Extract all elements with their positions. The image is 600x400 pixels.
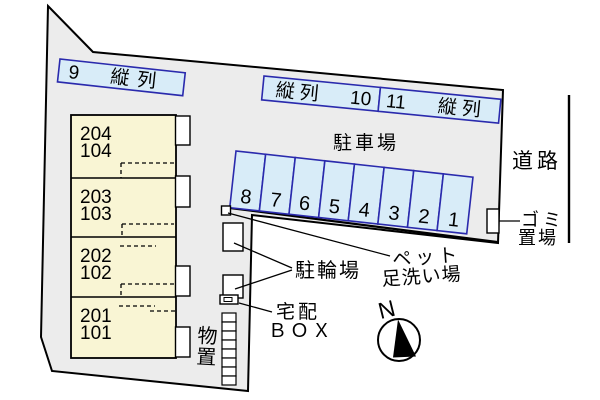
bicycle-parking-label: 駐輪場 (295, 259, 361, 282)
tandem-space-11-label: 縦列 (437, 95, 487, 122)
parking-space-number: 7 (269, 189, 282, 212)
entry-path-dashed (120, 162, 174, 178)
storage-locker-cell (221, 330, 237, 341)
tandem-space-10-number: 10 (349, 88, 372, 111)
parking-space-number: 5 (328, 196, 341, 219)
compass-needle-icon (393, 319, 416, 358)
room-number-lower: 101 (80, 323, 112, 344)
parking-space-number: 8 (239, 186, 252, 209)
bicycle-parking-rack (222, 222, 244, 252)
tandem-space-9-cell (56, 58, 187, 97)
tandem-space-9-number: 9 (67, 62, 80, 84)
delivery-box-label-line1: 宅配 (276, 301, 320, 323)
bicycle-parking-leader-line (234, 269, 293, 290)
room-number-upper: 201 (80, 306, 112, 327)
storage-locker-cell (221, 321, 237, 332)
storage-locker-cell (221, 312, 237, 323)
apartment-building: 204 104 203 103 202 102 201 101 (70, 114, 191, 359)
delivery-box-label-line2: ＢＯＸ (268, 321, 334, 342)
site-edge-under-parking (229, 206, 498, 244)
tandem-space-11-number: 11 (385, 91, 407, 114)
room-number-lower: 102 (80, 263, 112, 284)
parking-spaces-row: 8 7 6 5 4 3 2 1 (228, 150, 474, 235)
tandem-space-9: 9 縦列 (56, 58, 187, 97)
garbage-area-box (486, 208, 500, 234)
road-label: 道路 (512, 150, 562, 173)
entry-path-dashed (119, 283, 174, 307)
storage-label-char1: 物 (197, 324, 220, 348)
tandem-space-11-cell (377, 86, 502, 124)
pet-foot-wash-label-line1: ペット (392, 245, 462, 271)
pet-foot-wash-label: ペット 足洗い場 (381, 245, 462, 291)
balcony (174, 175, 191, 208)
storage-locker-cell (221, 357, 237, 368)
balcony (174, 115, 191, 146)
garbage-area-label-line2: 置場 (518, 228, 558, 248)
balcony (174, 265, 191, 297)
entry-path-dashed (120, 223, 174, 247)
storage-lockers (221, 312, 237, 386)
parking-space-number: 6 (298, 192, 311, 215)
room-number-upper: 202 (80, 246, 112, 267)
storage-locker-cell (221, 375, 237, 386)
room-number-lower: 103 (80, 204, 112, 225)
parking-space-number: 3 (387, 202, 400, 225)
tandem-space-10-label: 縦列 (275, 79, 325, 106)
delivery-box-slot (223, 297, 233, 302)
storage-locker-cell (221, 348, 237, 359)
room-number-upper: 203 (80, 187, 112, 208)
compass-north-label: N (375, 295, 397, 324)
storage-locker-cell (221, 339, 237, 350)
room-number-upper: 204 (80, 124, 112, 145)
delivery-box-leader-line (238, 302, 273, 313)
storage-label-char2: 置 (196, 346, 219, 369)
bicycle-parking-leader-line (233, 242, 293, 269)
storage-locker-cell (221, 366, 237, 377)
storage-label: 物 置 (196, 324, 220, 369)
room-number-lower: 104 (80, 141, 112, 162)
tandem-spaces-10-11: 縦列 10 11 縦列 (260, 75, 502, 124)
parking-space-number: 2 (417, 205, 430, 228)
parking-space-cell-1 (436, 173, 474, 235)
pet-foot-wash-marker (220, 205, 232, 216)
parking-space-number: 1 (447, 209, 460, 232)
pet-foot-wash-leader-line (227, 212, 391, 257)
balcony (174, 326, 191, 358)
compass: N (375, 295, 421, 362)
parking-lot-label: 駐車場 (333, 132, 399, 154)
garbage-area-label-line1: ゴミ (521, 210, 565, 230)
parking-space-number: 4 (358, 199, 371, 222)
